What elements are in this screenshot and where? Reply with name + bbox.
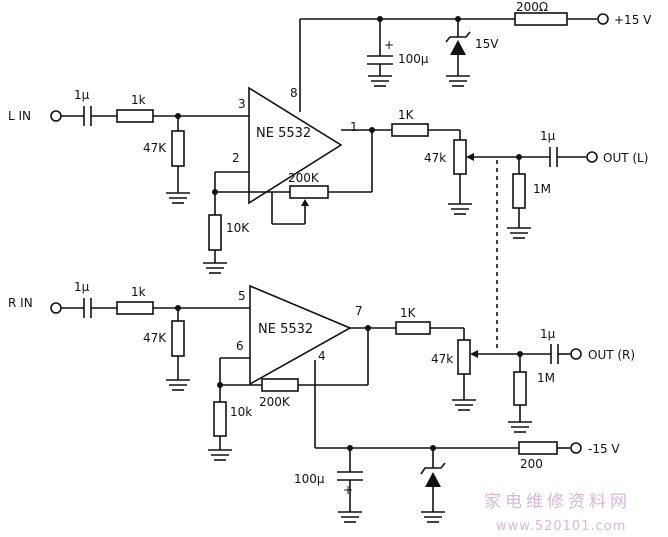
ground-icon [508,421,532,433]
l-bias-res [171,130,185,167]
l-volume-pot [453,139,467,175]
watermark-text: 家电维修资料网 [484,492,631,512]
r-in-label: R IN [8,296,33,310]
watermark: 家电维修资料网 www.520101.com [484,492,631,534]
pin-5-label: 5 [238,289,246,303]
out-l-label: OUT (L) [603,151,648,165]
ground-icon [446,75,470,87]
l-volume-pot-label: 47k [424,151,446,165]
zener-15v-label: 15V [475,37,499,51]
ground-icon [203,262,227,274]
r-feedback-res [261,378,299,392]
ground-icon [448,203,472,215]
ground-icon [368,75,392,87]
opamp-left-label: NE 5532 [256,126,311,141]
ground-icon [507,227,531,239]
r-ground-res-label: 10k [230,405,252,419]
plus15-label: +15 V [614,13,652,27]
pin-8-label: 8 [290,86,298,100]
r-out-res-label: 1K [400,306,417,320]
r-in-res [116,301,154,315]
negative-supply: 200 -15 V + 100μ [294,360,620,523]
opamp-left [248,86,343,205]
r-bias-res-label: 47K [143,331,167,345]
zener-diode-icon [445,31,471,55]
zener-diode-icon [420,462,446,487]
left-channel: L IN 1μ 1k 47K NE 5532 3 2 1 8 [8,86,648,274]
r-feedback-res-label: 200K [259,395,291,409]
minus15-terminal [570,442,582,454]
r-ground-res [213,401,227,437]
l-bias-res-label: 47K [143,141,167,155]
out-r-label: OUT (R) [588,348,635,362]
ground-icon [452,399,476,411]
ground-icon [166,192,190,204]
l-in-res-label: 1k [131,93,146,107]
l-in-res [116,109,154,123]
l-load-res [512,173,526,209]
l-load-res-label: 1M [533,182,551,196]
cap-plus-sign: + [384,38,394,52]
pin-7-label: 7 [355,304,363,318]
l-feedback-res [289,185,329,199]
watermark-url: www.520101.com [496,519,626,534]
ground-icon [421,511,445,523]
cap-100u-label: 100μ [398,52,429,66]
pin-2-label: 2 [232,151,240,165]
plus15-terminal [597,13,609,25]
r-load-res [513,371,527,406]
r-in-cap-label: 1μ [74,280,90,294]
r-out-res [395,321,431,335]
positive-supply: 200Ω +15 V + 100μ 15V [299,0,652,102]
pin-3-label: 3 [238,97,246,111]
ground-icon [166,379,190,391]
opamp-right [249,284,352,386]
neg-cap-plus-sign: + [343,483,353,497]
l-in-label: L IN [8,109,31,123]
r-bias-res [171,320,185,357]
ground-icon [338,511,362,523]
r-in-res-label: 1k [131,285,146,299]
r-out-terminal [570,348,582,360]
pin-1-label: 1 [350,120,358,134]
pin-6-label: 6 [236,339,244,353]
l-out-res-label: 1K [398,108,415,122]
res-200 [518,441,558,455]
res-200-ohm [514,12,568,26]
neg-cap-100u-label: 100μ [294,472,325,486]
l-out-terminal [586,151,598,163]
l-out-cap-label: 1μ [540,129,556,143]
l-ground-res-label: 10K [226,221,250,235]
l-out-res [391,123,429,137]
l-in-terminal [50,110,62,122]
r-volume-pot-label: 47k [431,352,453,366]
r-out-cap-label: 1μ [540,327,556,341]
r-load-res-label: 1M [537,371,555,385]
l-feedback-res-label: 200K [288,171,320,185]
res-200-ohm-label: 200Ω [516,0,548,14]
l-ground-res [208,214,222,251]
minus15-label: -15 V [588,442,620,456]
r-volume-pot [457,339,471,375]
opamp-right-label: NE 5532 [258,322,313,337]
right-channel: R IN 1μ 1k 47K NE 5532 5 6 7 4 200K [8,280,635,461]
r-in-terminal [50,302,62,314]
ground-icon [208,449,232,461]
l-in-cap-label: 1μ [74,88,90,102]
res-200-label: 200 [520,457,543,471]
pin-4-label: 4 [318,349,326,363]
